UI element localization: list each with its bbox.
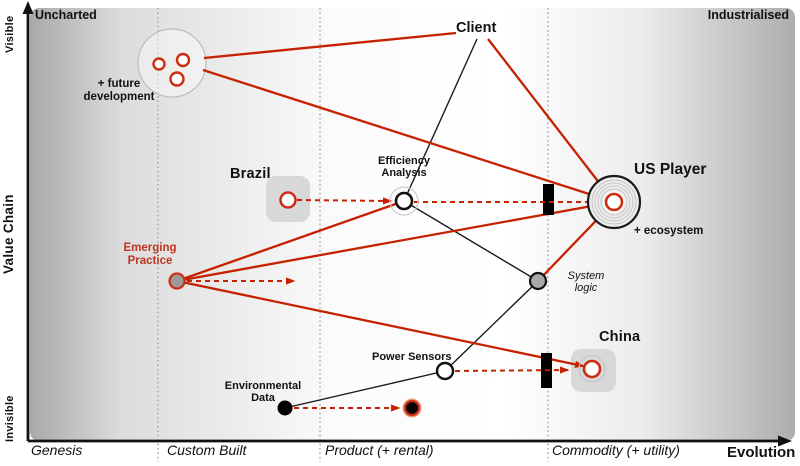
movement-brazil-to-efficiency <box>296 197 393 205</box>
edge-client-us-player <box>487 38 615 203</box>
system-logic-node <box>528 271 548 291</box>
environmental-data-node <box>277 400 293 416</box>
x-axis-title: Evolution <box>727 444 796 461</box>
y-axis-visible-label: Visible <box>4 15 16 53</box>
future-development-label: + future development <box>83 78 155 103</box>
efficiency-halo <box>389 186 419 216</box>
power-sensors-node <box>435 361 455 381</box>
edge-emerging-us-player <box>176 200 615 283</box>
y-axis-title: Value Chain <box>1 194 16 274</box>
emerging-practice-node <box>168 272 186 290</box>
brazil-node <box>279 191 297 209</box>
y-axis-arrow <box>22 1 34 14</box>
china-label: China <box>599 329 641 345</box>
emerging-practice-label: Emerging Practice <box>123 242 177 267</box>
client-label: Client <box>456 20 497 36</box>
future-node-3 <box>169 71 185 87</box>
industrialised-label: Industrialised <box>707 8 789 22</box>
future-development-cluster <box>137 28 207 98</box>
movement-power-sensors-to-china <box>454 366 570 374</box>
future-node-2 <box>175 52 191 68</box>
inertia-bar-upper <box>543 184 554 215</box>
edge-efficiency-system-logic <box>403 200 539 282</box>
edge-client-efficiency <box>403 38 478 202</box>
us-player-node <box>586 174 642 230</box>
edge-cluster-us-player <box>202 68 615 204</box>
stage-custom-built: Custom Built <box>167 442 247 458</box>
china-node <box>582 359 602 379</box>
china-halo <box>578 355 606 383</box>
x-axis-arrow <box>778 435 792 447</box>
edge-cluster-client <box>203 31 457 60</box>
stage-genesis: Genesis <box>31 442 83 458</box>
power-sensors-label: Power Sensors <box>372 351 452 363</box>
system-logic-label: System logic <box>567 270 605 295</box>
uncharted-label: Uncharted <box>35 8 97 22</box>
edge-system-logic-power-sensors <box>444 280 539 372</box>
environmental-target-node <box>403 399 421 417</box>
y-axis-invisible-label: Invisible <box>4 395 16 442</box>
environmental-data-label: Environmental Data <box>224 380 302 405</box>
edge-power-sensors-environmental-data <box>284 370 446 409</box>
map-background <box>30 8 795 441</box>
efficiency-analysis-label: Efficiency Analysis <box>378 155 430 180</box>
environmental-target-glow <box>402 398 422 418</box>
future-node-1 <box>152 57 166 71</box>
brazil-label: Brazil <box>230 166 271 182</box>
ecosystem-label: + ecosystem <box>634 225 704 237</box>
us-player-label: US Player <box>634 161 707 178</box>
stage-commodity: Commodity (+ utility) <box>552 442 680 458</box>
efficiency-node <box>394 191 414 211</box>
edge-emerging-china <box>176 279 585 368</box>
edge-emerging-efficiency <box>176 199 405 283</box>
stage-product: Product (+ rental) <box>325 442 434 458</box>
